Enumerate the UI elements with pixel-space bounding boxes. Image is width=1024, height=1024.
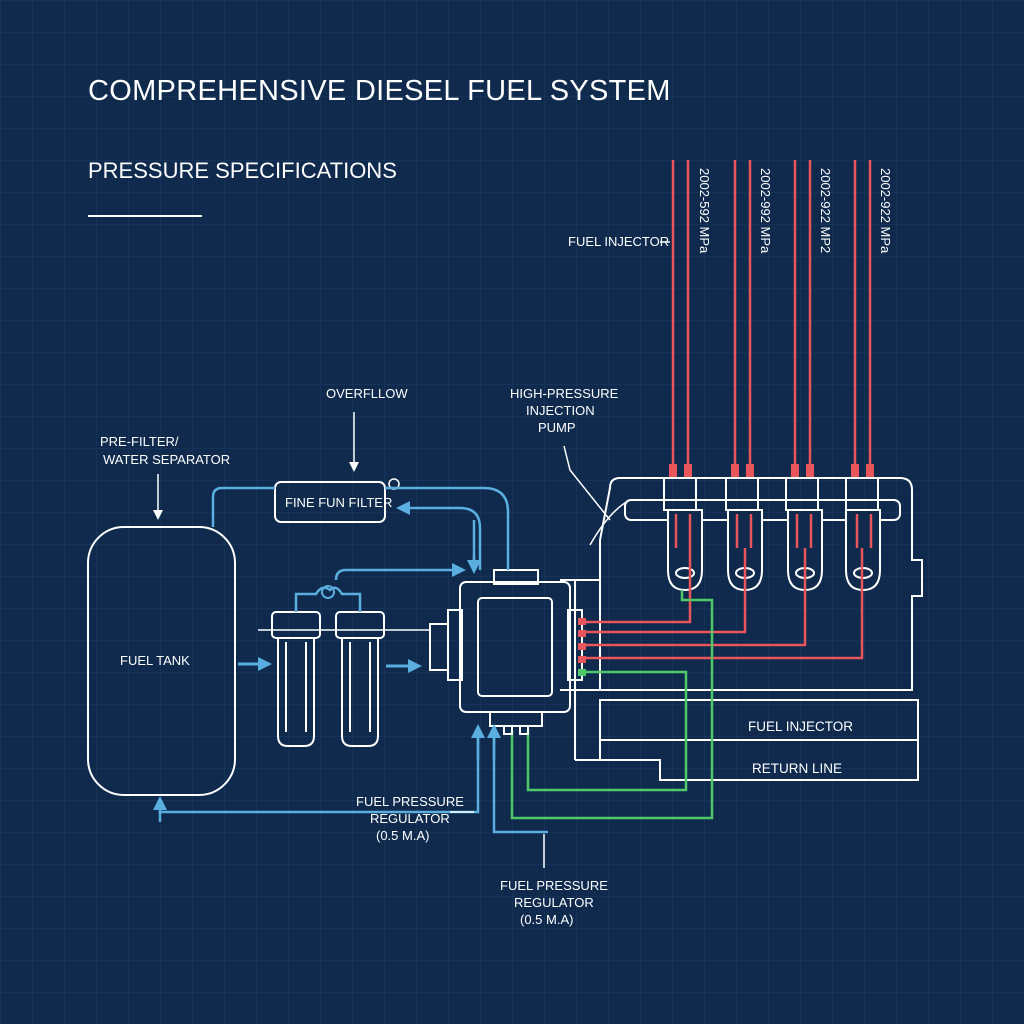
pre-filter-label-line1: PRE-FILTER/	[100, 434, 179, 449]
regulator-left-label-line3: (0.5 M.A)	[376, 828, 429, 843]
hp-pump-label-line2: INJECTION	[526, 403, 595, 418]
hp-pump-label-line1: HIGH-PRESSURE	[510, 386, 619, 401]
page-title: COMPREHENSIVE DIESEL FUEL SYSTEM	[88, 75, 671, 107]
pump-ports	[578, 618, 586, 676]
regulator-bottom-label-line1: FUEL PRESSURE	[500, 878, 608, 893]
pressure-label-4: 2002-922 MPa	[878, 168, 893, 254]
fine-filter	[274, 481, 386, 523]
return-lines	[510, 590, 714, 820]
regulator-bottom-label-line2: REGULATOR	[514, 895, 594, 910]
pump-to-injector-lines	[582, 548, 864, 660]
regulator-left-label-line2: REGULATOR	[370, 811, 450, 826]
pre-filter-label-line2: WATER SEPARATOR	[103, 452, 230, 467]
fine-filter-label: FINE FUN FILTER	[285, 495, 392, 510]
high-pressure-pump	[429, 569, 583, 735]
fuel-injector-block-label: FUEL INJECTOR	[748, 719, 853, 734]
hp-pump-label-line3: PUMP	[538, 420, 576, 435]
overflow-label: OVERFLLOW	[326, 386, 408, 401]
regulator-left-label-line1: FUEL PRESSURE	[356, 794, 464, 809]
regulator-bottom-label-line3: (0.5 M.A)	[520, 912, 573, 927]
return-line-label: RETURN LINE	[752, 761, 842, 776]
pressure-label-2: 2002-992 MPa	[758, 168, 773, 254]
pressure-label-1: 2002-592 MPa	[697, 168, 712, 254]
pressure-label-3: 2002-922 MP2	[818, 168, 833, 253]
high-pressure-lines	[671, 160, 872, 468]
fuel-tank-label: FUEL TANK	[120, 653, 190, 668]
hp-pump-leader	[563, 445, 611, 521]
fuel-tank	[87, 526, 236, 796]
page-subtitle: PRESSURE SPECIFICATIONS	[88, 158, 397, 183]
injector-1	[663, 464, 703, 592]
fuel-injector-top-label: FUEL INJECTOR	[568, 234, 669, 249]
